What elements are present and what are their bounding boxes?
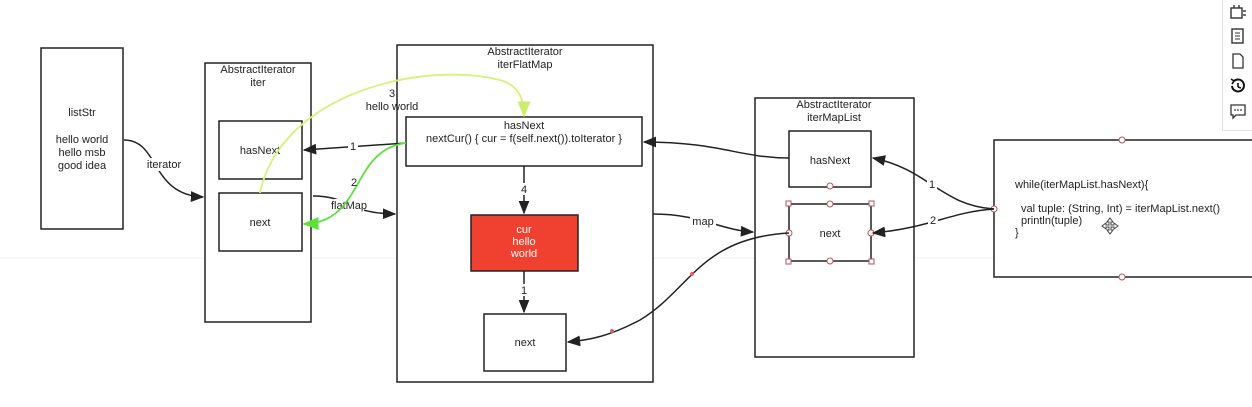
iter-hasnext-label: hasNext [240,145,280,157]
iter-title-1: AbstractIterator [220,64,296,76]
code-line-3: val tuple: (String, Int) = iterMapList.n… [1021,203,1220,215]
edge-2-next-label: 2 [351,177,357,189]
edge-1-cur-next-label: 1 [521,285,527,297]
maplist-next-label: next [820,228,841,240]
flatmap-title-1: AbstractIterator [487,46,563,58]
cur-node[interactable]: cur hello world [470,214,579,272]
code-line-5: } [1015,227,1019,239]
cur-line-2: hello [512,236,535,248]
edge-maplist-next-to-flatmap-next[interactable] [566,232,790,347]
edge-2-next-green[interactable] [302,142,407,230]
liststr-line-4: hello msb [58,147,105,159]
maplist-hasnext-node[interactable]: hasNext [788,130,872,188]
flatmap-nextcur-label: nextCur() { cur = f(self.next()).toItera… [426,133,622,145]
code-node[interactable]: while(iterMapList.hasNext){ val tuple: (… [990,136,1252,281]
code-line-1: while(iterMapList.hasNext){ [1014,179,1149,191]
edge-4-label: 4 [521,184,527,196]
move-cursor-icon [1101,217,1119,235]
maplist-next-node[interactable]: next [785,182,875,265]
cur-line-1: cur [516,224,532,236]
code-line-4: println(tuple) [1021,215,1082,227]
liststr-node[interactable]: listStr hello world hello msb good idea [40,47,124,230]
iter-next-node[interactable]: next [218,192,303,252]
edge-3-hello-world[interactable] [259,73,531,194]
maplist-title-2: iterMapList [807,112,861,124]
history-icon[interactable] [1228,76,1248,96]
flatmap-title-2: iterFlatMap [497,59,552,71]
right-toolbar [1222,0,1252,131]
edge-map-label: map [692,216,713,228]
liststr-line-5: good idea [58,160,107,172]
page-copy-icon[interactable] [1228,26,1248,46]
edge-right-2[interactable] [871,208,995,238]
liststr-line-3: hello world [56,134,109,146]
iter-title-2: iter [250,77,266,89]
flatmap-hasnext-label: hasNext [504,120,544,132]
flatmap-next-label: next [515,337,536,349]
edge-iterator-label: iterator [147,159,182,171]
edge-maplist-to-flatmap-hasnext[interactable] [642,136,790,159]
iter-hasnext-node[interactable]: hasNext [218,120,303,180]
edge-3-number: 3 [389,88,395,100]
flatmap-hasnext-node[interactable]: hasNext nextCur() { cur = f(self.next())… [405,116,643,167]
edge-right-2-label: 2 [930,215,936,227]
comment-icon[interactable] [1228,101,1248,121]
edge-1-hasnext-label: 1 [350,141,356,153]
liststr-line-1: listStr [68,107,96,119]
edge-flatmap-label: flatMap [331,200,367,212]
cur-line-3: world [510,248,537,260]
edge-right-1-label: 1 [929,179,935,191]
iter-next-label: next [250,217,271,229]
blank-page-icon[interactable] [1228,51,1248,71]
flatmap-next-node[interactable]: next [483,313,567,372]
maplist-title-1: AbstractIterator [796,99,872,111]
edge-3-label: hello world [366,101,419,113]
frame-add-icon[interactable] [1228,2,1248,22]
maplist-hasnext-label: hasNext [810,155,850,167]
